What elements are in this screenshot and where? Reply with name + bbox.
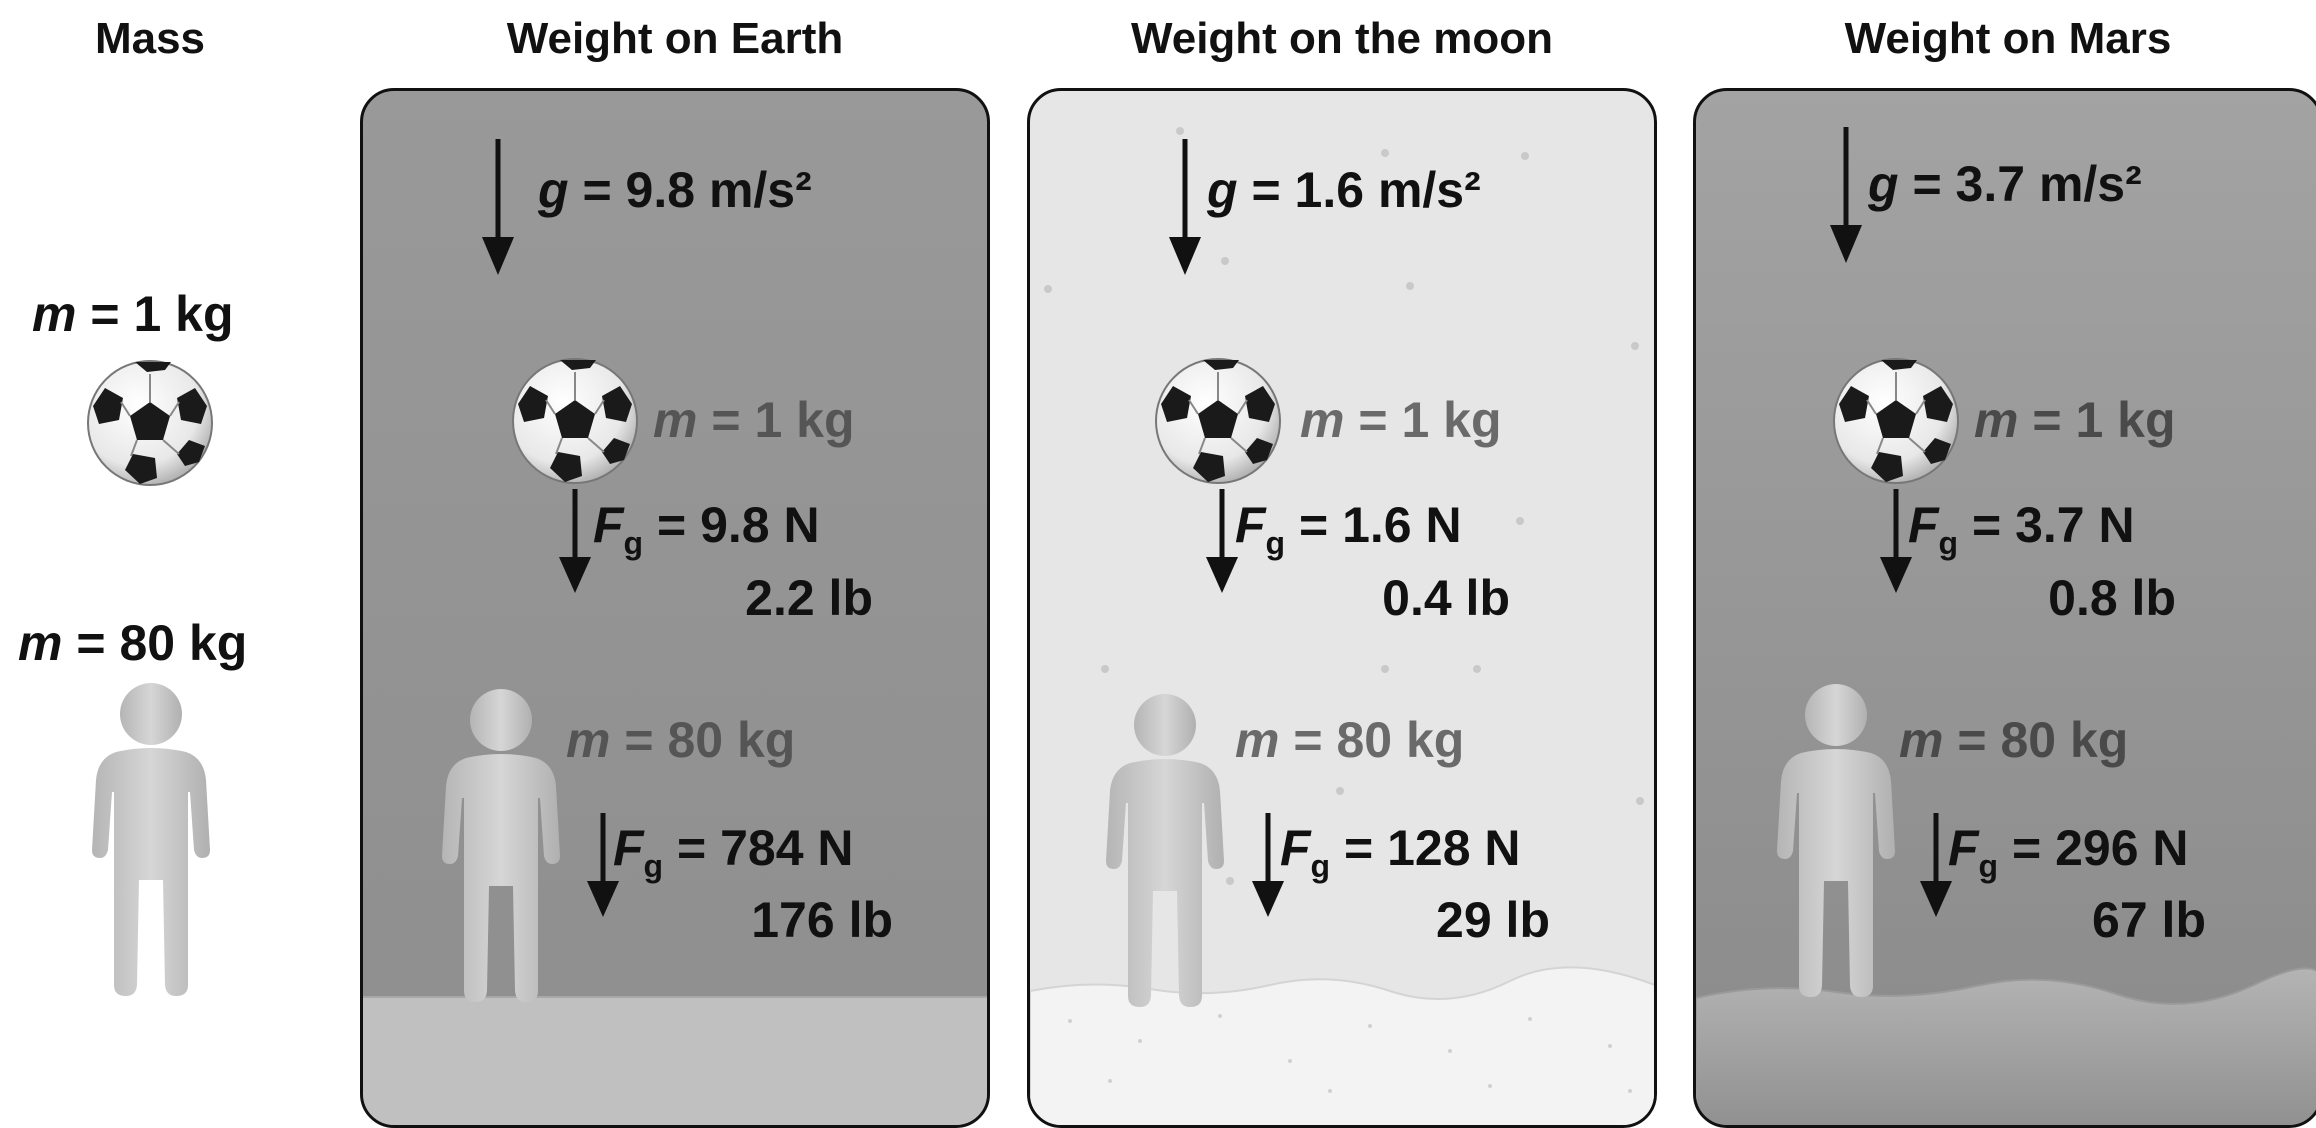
mars-ball-mass-value: = 1 kg xyxy=(2032,392,2176,448)
force-arrow-icon xyxy=(1252,813,1284,917)
soccer-ball-icon xyxy=(1153,356,1283,486)
panel-moon: g = 1.6 m/s² m = 1 kg Fg = 1.6 N 0.4 lb … xyxy=(1027,88,1657,1128)
earth-ball-mass: m = 1 kg xyxy=(653,391,855,449)
mass-symbol: m xyxy=(32,286,77,342)
g-symbol: g xyxy=(1868,156,1899,212)
moon-person-force-lb: 29 lb xyxy=(1436,892,1550,948)
mars-person-mass: m = 80 kg xyxy=(1899,711,2128,769)
earth-ball-mass-value: = 1 kg xyxy=(711,392,855,448)
gravity-arrow-icon xyxy=(1169,139,1201,275)
soccer-ball-icon xyxy=(85,358,215,488)
mass-symbol: m xyxy=(1235,712,1280,768)
earth-ball-force-lb: 2.2 lb xyxy=(745,570,873,626)
mass-symbol: m xyxy=(18,615,63,671)
earth-person-force-lb: 176 lb xyxy=(751,892,893,948)
mars-ball-force: Fg = 3.7 N xyxy=(1908,496,2135,561)
moon-ball-mass: m = 1 kg xyxy=(1300,391,1502,449)
earth-gravity-value: = 9.8 m/s² xyxy=(582,162,812,218)
person-icon xyxy=(86,680,216,1000)
earth-ground xyxy=(363,996,987,1125)
heading-earth: Weight on Earth xyxy=(506,14,844,63)
mass-symbol: m xyxy=(566,712,611,768)
earth-person-mass: m = 80 kg xyxy=(566,711,795,769)
moon-ball-force-n: = 1.6 N xyxy=(1299,497,1462,553)
mars-ball-force-n: = 3.7 N xyxy=(1972,497,2135,553)
earth-person-force: Fg = 784 N xyxy=(613,819,854,884)
earth-ball-force: Fg = 9.8 N xyxy=(593,496,820,561)
force-subscript: g xyxy=(623,525,644,561)
force-symbol: F xyxy=(1948,820,1979,876)
ball-mass-label: m = 1 kg xyxy=(32,285,234,343)
moon-person-force: Fg = 128 N xyxy=(1280,819,1521,884)
moon-person-force-n: = 128 N xyxy=(1344,820,1521,876)
soccer-ball-icon xyxy=(510,356,640,486)
moon-ball-force: Fg = 1.6 N xyxy=(1235,496,1462,561)
mars-person-force-n: = 296 N xyxy=(2012,820,2189,876)
mars-person-mass-value: = 80 kg xyxy=(1957,712,2129,768)
force-subscript: g xyxy=(1265,525,1286,561)
mass-symbol: m xyxy=(1974,392,2019,448)
earth-gravity: g = 9.8 m/s² xyxy=(538,161,812,219)
mass-symbol: m xyxy=(1899,712,1944,768)
force-arrow-icon xyxy=(559,489,591,593)
g-symbol: g xyxy=(1207,162,1238,218)
force-arrow-icon xyxy=(587,813,619,917)
heading-mars: Weight on Mars xyxy=(1844,14,2172,63)
heading-mass: Mass xyxy=(94,14,206,63)
mars-gravity-value: = 3.7 m/s² xyxy=(1912,156,2142,212)
mass-symbol: m xyxy=(653,392,698,448)
mars-person-force: Fg = 296 N xyxy=(1948,819,2189,884)
gravity-arrow-icon xyxy=(482,139,514,275)
mars-ball-mass: m = 1 kg xyxy=(1974,391,2176,449)
earth-person-mass-value: = 80 kg xyxy=(624,712,796,768)
ball-mass-value: = 1 kg xyxy=(90,286,234,342)
force-symbol: F xyxy=(593,497,624,553)
soccer-ball-icon xyxy=(1831,356,1961,486)
force-symbol: F xyxy=(1908,497,1939,553)
force-symbol: F xyxy=(1235,497,1266,553)
mass-symbol: m xyxy=(1300,392,1345,448)
force-arrow-icon xyxy=(1880,489,1912,593)
mars-person-force-lb: 67 lb xyxy=(2092,892,2206,948)
moon-ball-mass-value: = 1 kg xyxy=(1358,392,1502,448)
moon-gravity-value: = 1.6 m/s² xyxy=(1251,162,1481,218)
person-mass-label: m = 80 kg xyxy=(18,614,247,672)
person-icon xyxy=(1771,681,1901,1001)
force-subscript: g xyxy=(1938,525,1959,561)
heading-moon: Weight on the moon xyxy=(1130,14,1554,63)
moon-gravity: g = 1.6 m/s² xyxy=(1207,161,1481,219)
force-symbol: F xyxy=(1280,820,1311,876)
gravity-arrow-icon xyxy=(1830,127,1862,263)
earth-person-force-n: = 784 N xyxy=(677,820,854,876)
panel-earth: g = 9.8 m/s² m = 1 kg Fg = 9.8 N 2.2 lb … xyxy=(360,88,990,1128)
moon-person-mass: m = 80 kg xyxy=(1235,711,1464,769)
force-subscript: g xyxy=(1310,848,1331,884)
force-symbol: F xyxy=(613,820,644,876)
mars-ball-force-lb: 0.8 lb xyxy=(2048,570,2176,626)
earth-ball-force-n: = 9.8 N xyxy=(657,497,820,553)
panel-mars: g = 3.7 m/s² m = 1 kg Fg = 3.7 N 0.8 lb … xyxy=(1693,88,2316,1128)
force-arrow-icon xyxy=(1920,813,1952,917)
mars-ground xyxy=(1696,967,2316,1125)
person-icon xyxy=(1100,691,1230,1011)
person-icon xyxy=(436,686,566,1006)
moon-person-mass-value: = 80 kg xyxy=(1293,712,1465,768)
mars-gravity: g = 3.7 m/s² xyxy=(1868,155,2142,213)
force-subscript: g xyxy=(643,848,664,884)
person-mass-value: = 80 kg xyxy=(76,615,248,671)
moon-ball-force-lb: 0.4 lb xyxy=(1382,570,1510,626)
force-subscript: g xyxy=(1978,848,1999,884)
force-arrow-icon xyxy=(1206,489,1238,593)
moon-dust-specks xyxy=(1044,127,1644,885)
g-symbol: g xyxy=(538,162,569,218)
